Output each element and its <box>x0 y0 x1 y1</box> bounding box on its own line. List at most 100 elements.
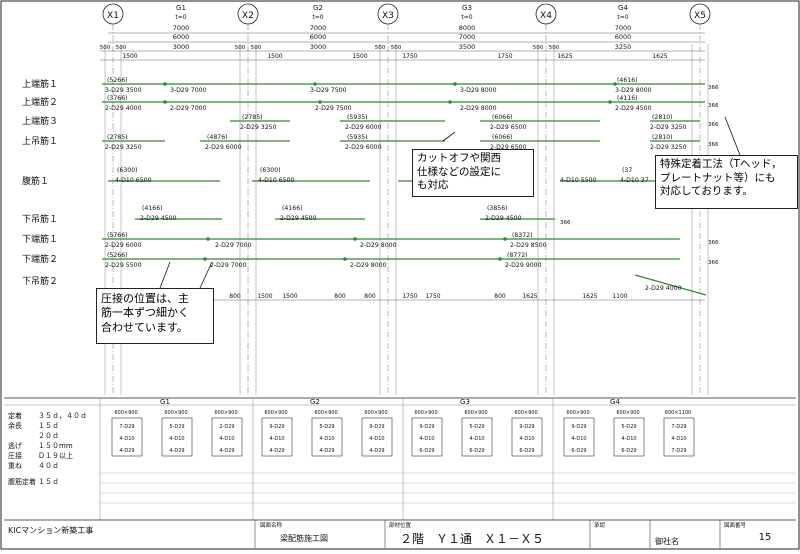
section-top-bars: 7-D29 <box>119 424 134 430</box>
spec-note-key: 圧接 <box>8 451 22 460</box>
beam-section-box <box>211 417 243 457</box>
rebar-spec-label: 2-D29 7500 <box>315 105 352 112</box>
rebar-spec-label: 2-D29 3250 <box>650 144 687 151</box>
row-label: 下吊筋１ <box>22 213 58 225</box>
section-bottom-bars: 4-D29 <box>269 448 284 454</box>
spec-note-value: １５ｄ <box>38 478 59 486</box>
grid-axis-label: X1 <box>107 11 119 21</box>
span-dim: 3500 <box>459 43 476 51</box>
rebar-spec-label: 2-D29 6000 <box>345 124 382 131</box>
span-dim: 6000 <box>615 33 632 41</box>
rebar-spec-label: 2-D29 6500 <box>490 144 527 151</box>
bottom-dim-label: 1100 <box>612 293 627 300</box>
rebar-length-label: (5935) <box>347 114 368 121</box>
support-width-label: 500 <box>375 45 386 51</box>
rebar-length-label: (2785) <box>242 114 263 121</box>
callout-joint: 圧接の位置は、主 筋一本ずつ細かく 合わせています。 <box>96 288 214 344</box>
cutoff-dim-label: 1625 <box>652 53 667 60</box>
section-top-bars: 7-D29 <box>671 424 686 430</box>
bottom-dim-label: 800 <box>364 293 376 300</box>
section-bottom-bars: 6-D29 <box>519 448 534 454</box>
rebar-spec-label: 2-D29 8000 <box>460 105 497 112</box>
spec-note-key: 重ね <box>8 462 22 470</box>
support-width-label: 500 <box>549 45 560 51</box>
rebar-spec-label: 2-D29 3250 <box>650 124 687 131</box>
rebar-spec-label: 2-D29 8000 <box>360 242 397 249</box>
section-top-bars: 5-D29 <box>621 424 636 430</box>
cutoff-dim-label: 1750 <box>497 53 512 60</box>
pressure-weld-joint <box>498 257 502 261</box>
span-dim: 7000 <box>173 24 190 32</box>
rebar-spec-label: 2-D29 4500 <box>485 215 522 222</box>
cutoff-dim-label: 1625 <box>557 53 572 60</box>
span-dim: 6000 <box>173 33 190 41</box>
section-top-bars: 2-D29 <box>219 424 234 430</box>
section-girder-label: G1 <box>160 398 170 406</box>
grid-axis-label: X5 <box>694 11 706 21</box>
span-dim: 7000 <box>459 33 476 41</box>
cutoff-dim-label: 1500 <box>122 53 137 60</box>
rebar-spec-label: 2-D29 9000 <box>505 262 542 269</box>
rebar-spec-label: 2-D29 6500 <box>490 124 527 131</box>
bottom-dim-label: 800 <box>229 293 241 300</box>
row-label: 上端筋３ <box>22 115 58 127</box>
support-width-label: 500 <box>235 45 246 51</box>
pressure-weld-joint <box>163 82 167 86</box>
approval-label: 承認 <box>594 521 606 529</box>
rebar-length-label: (5935) <box>347 134 368 141</box>
support-width-label: 500 <box>100 45 111 51</box>
cutoff-dim-label: 1500 <box>267 53 282 60</box>
spec-note-value: Ｄ１９以上 <box>38 451 73 460</box>
section-size-label: 600×900 <box>314 410 337 416</box>
beam-section-box <box>563 417 595 457</box>
company-name: 御社名 <box>655 536 679 546</box>
rebar-spec-label: 2-D29 3250 <box>105 144 142 151</box>
section-web-bars: 4-D10 <box>571 436 586 442</box>
callout-anchor-line: 対応しております。 <box>660 185 753 198</box>
section-size-label: 600×900 <box>464 410 487 416</box>
span-dim: 7000 <box>310 24 327 32</box>
callout-leader <box>159 261 171 289</box>
rebar-spec-label: 4-D10 6500 <box>115 177 152 184</box>
bottom-dim-label: 800 <box>334 293 346 300</box>
section-bottom-bars: 7-D29 <box>671 448 686 454</box>
pressure-weld-joint <box>206 237 210 241</box>
span-dim: 3000 <box>173 43 190 51</box>
pressure-weld-joint <box>203 257 207 261</box>
section-bottom-bars: 6-D29 <box>419 448 434 454</box>
beam-section-box <box>663 417 695 457</box>
section-size-label: 600×900 <box>616 410 639 416</box>
anchor-length-label: 366 <box>708 240 719 246</box>
rebar-length-label: (6066) <box>492 114 513 121</box>
section-girder-label: G3 <box>460 398 470 406</box>
callout-leader <box>724 116 741 156</box>
rebar-length-label: (4616) <box>617 77 638 84</box>
spec-note-value: １５ｄ <box>38 422 59 430</box>
rebar-spec-label: 2-D29 7000 <box>215 242 252 249</box>
rebar-spec-label: 2-D29 6000 <box>345 144 382 151</box>
callout-cutoff: カットオフや関西 仕様などの設定に も対応 <box>412 149 534 197</box>
grid-axis-label: X2 <box>242 11 254 21</box>
bottom-dim-label: 1625 <box>522 293 537 300</box>
callout-joint-line: 圧接の位置は、主 <box>101 292 189 305</box>
rebar-length-label: (5266) <box>107 77 128 84</box>
section-top-bars: 9-D29 <box>519 424 534 430</box>
section-bottom-bars: 4-D29 <box>369 448 384 454</box>
section-bottom-bars: 4-D29 <box>169 448 184 454</box>
bottom-dim-label: 1500 <box>257 293 272 300</box>
sheet-number-label: 図面番号 <box>724 522 747 529</box>
spec-note-value: ４０ｄ <box>38 462 59 470</box>
section-size-label: 600×900 <box>264 410 287 416</box>
rebar-length-label: (2810) <box>652 134 673 141</box>
row-label: 上端筋２ <box>22 96 58 108</box>
section-web-bars: 4-D10 <box>369 436 384 442</box>
location-label: 部材位置 <box>389 521 412 529</box>
callout-anchor: 特殊定着工法（Tヘッド， プレートナット等）にも 対応しております。 <box>655 155 798 209</box>
section-web-bars: 4-D10 <box>519 436 534 442</box>
beam-section-box <box>261 417 293 457</box>
callout-leader <box>199 261 213 289</box>
bottom-dim-label: 1750 <box>425 293 440 300</box>
section-bottom-bars: 4-D29 <box>319 448 334 454</box>
row-label: 上端筋１ <box>22 78 58 90</box>
bottom-dim-label: 1750 <box>402 293 417 300</box>
